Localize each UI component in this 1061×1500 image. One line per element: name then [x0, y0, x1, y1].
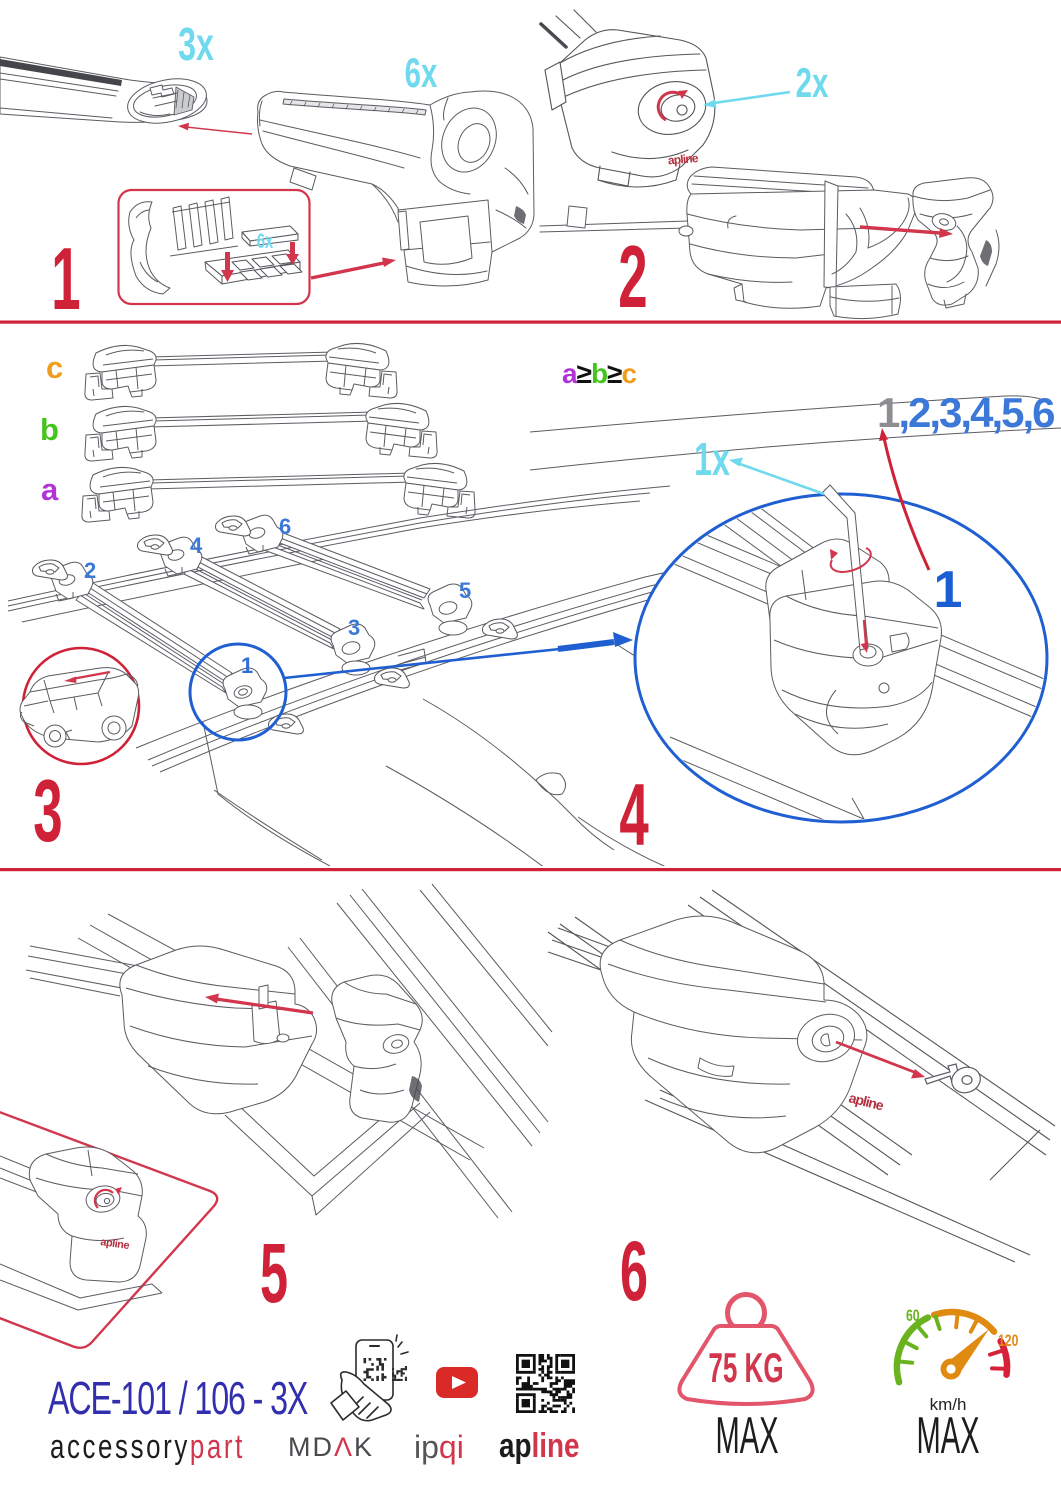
svg-text:apline: apline [100, 1236, 131, 1252]
svg-text:6: 6 [620, 1224, 648, 1319]
svg-text:1x: 1x [694, 434, 730, 485]
svg-text:MAX: MAX [715, 1406, 778, 1464]
svg-text:6: 6 [279, 514, 291, 539]
svg-text:1: 1 [934, 561, 963, 619]
svg-text:accessorypart: accessorypart [50, 1429, 243, 1466]
svg-text:4: 4 [190, 533, 203, 558]
svg-text:120: 120 [998, 1332, 1018, 1350]
svg-text:2x: 2x [796, 59, 829, 107]
svg-text:1,2,3,4,5,6: 1,2,3,4,5,6 [877, 389, 1054, 436]
svg-text:60: 60 [906, 1307, 920, 1325]
svg-text:MDΛK: MDΛK [288, 1432, 374, 1462]
svg-text:2: 2 [84, 558, 96, 583]
svg-text:ipqi: ipqi [414, 1429, 464, 1465]
svg-text:3x: 3x [178, 19, 214, 70]
svg-text:6x: 6x [257, 229, 273, 252]
svg-text:MAX: MAX [916, 1406, 979, 1464]
svg-text:6x: 6x [405, 49, 438, 97]
svg-text:3: 3 [348, 615, 360, 640]
svg-text:km/h: km/h [930, 1395, 967, 1414]
svg-text:1: 1 [241, 653, 253, 678]
svg-text:a: a [41, 472, 59, 507]
svg-text:75 KG: 75 KG [708, 1345, 783, 1392]
svg-text:5: 5 [260, 1226, 288, 1321]
svg-text:1: 1 [51, 230, 80, 328]
svg-text:ACE-101 / 106 - 3X: ACE-101 / 106 - 3X [48, 1373, 308, 1424]
svg-text:apline: apline [667, 151, 699, 168]
svg-text:apline: apline [499, 1426, 580, 1464]
svg-text:5: 5 [459, 578, 471, 603]
svg-text:apline: apline [847, 1089, 885, 1113]
svg-text:2: 2 [618, 228, 647, 326]
svg-text:4: 4 [619, 766, 648, 864]
svg-text:b: b [40, 412, 59, 447]
svg-text:3: 3 [33, 762, 62, 860]
svg-text:a≥b≥c: a≥b≥c [562, 358, 636, 389]
svg-text:c: c [46, 350, 63, 385]
